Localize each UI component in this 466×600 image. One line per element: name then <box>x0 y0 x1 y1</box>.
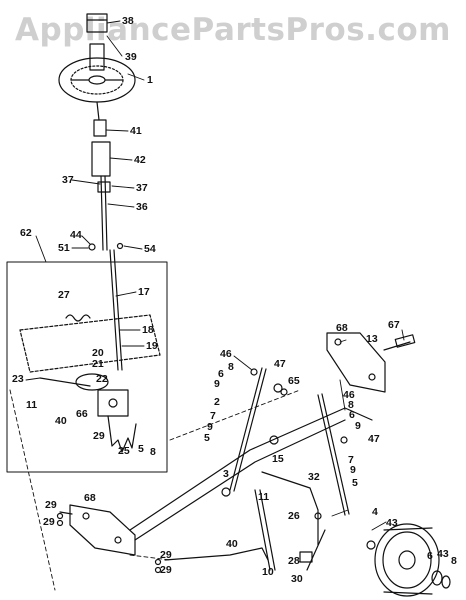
callout-label: 5 <box>352 477 358 489</box>
callout-label: 19 <box>146 340 158 352</box>
frame-reference-lines <box>9 389 301 591</box>
callout-label: 1 <box>147 74 153 86</box>
fasteners <box>56 388 348 574</box>
callout-label: 5 <box>138 443 144 455</box>
steering-wheel-cap-part <box>86 13 108 33</box>
detail-inset-frame <box>6 261 168 473</box>
callout-label: 62 <box>20 227 32 239</box>
callout-label: 44 <box>70 229 82 241</box>
callout-label: 36 <box>136 201 148 213</box>
callout-label: 4 <box>372 506 378 518</box>
callout-label: 68 <box>336 322 348 334</box>
callout-label: 15 <box>272 453 284 465</box>
callout-label: 11 <box>258 491 270 503</box>
callout-label: 11 <box>26 399 38 411</box>
callout-label: 21 <box>92 358 104 370</box>
callout-label: 47 <box>368 433 380 445</box>
callout-label: 8 <box>348 399 354 411</box>
callout-label: 41 <box>130 125 142 137</box>
callout-label: 25 <box>118 445 130 457</box>
callout-label: 51 <box>58 242 70 254</box>
callout-label: 27 <box>58 289 70 301</box>
spring-part <box>65 314 91 322</box>
callout-label: 6 <box>427 550 433 562</box>
callout-label: 7 <box>210 410 216 422</box>
callout-label: 54 <box>144 243 156 255</box>
callout-label: 66 <box>76 408 88 420</box>
callout-label: 42 <box>134 154 146 166</box>
callout-label: 43 <box>437 548 449 560</box>
callout-label: 9 <box>355 420 361 432</box>
callout-label: 32 <box>308 471 320 483</box>
support-plate <box>19 314 161 373</box>
callout-label: 6 <box>218 368 224 380</box>
callout-label: 29 <box>160 549 172 561</box>
callout-label: 6 <box>349 409 355 421</box>
bracket-part-upper <box>326 332 416 393</box>
callout-label: 17 <box>138 286 150 298</box>
wheel-washers <box>366 540 451 589</box>
tie-rod-right <box>317 393 350 516</box>
drag-link <box>261 471 322 546</box>
front-wheel-tire <box>374 523 440 597</box>
callout-label: 30 <box>291 573 303 585</box>
callout-label: 29 <box>43 516 55 528</box>
callout-label: 37 <box>136 182 148 194</box>
callout-label: 67 <box>388 319 400 331</box>
callout-label: 3 <box>223 468 229 480</box>
lower-link-rod <box>164 547 269 561</box>
callout-label: 46 <box>343 389 355 401</box>
callout-label: 10 <box>262 566 274 578</box>
callout-label: 29 <box>93 430 105 442</box>
callout-label: 29 <box>160 564 172 576</box>
callout-label: 29 <box>45 499 57 511</box>
leader-lines <box>25 20 405 531</box>
front-axle <box>129 383 373 541</box>
steering-gear-assembly <box>39 373 137 453</box>
steering-shaft-lower <box>88 242 124 371</box>
callout-label: 9 <box>350 464 356 476</box>
steering-shaft-upper <box>91 101 111 251</box>
callout-label: 38 <box>122 15 134 27</box>
callout-label: 2 <box>214 396 220 408</box>
callout-label: 8 <box>451 555 457 567</box>
callout-label: 39 <box>125 51 137 63</box>
callout-label: 9 <box>207 421 213 433</box>
spindle-lower <box>299 529 326 571</box>
steering-arm-lever <box>254 489 276 571</box>
callout-label: 43 <box>386 517 398 529</box>
callout-label: 40 <box>226 538 238 550</box>
callout-label: 28 <box>288 555 300 567</box>
callout-label: 37 <box>62 174 74 186</box>
callout-label: 9 <box>214 378 220 390</box>
steering-wheel-part <box>58 43 136 103</box>
callout-label: 47 <box>274 358 286 370</box>
callout-label: 20 <box>92 347 104 359</box>
callout-label: 26 <box>288 510 300 522</box>
callout-label: 5 <box>204 432 210 444</box>
callout-label: 65 <box>288 375 300 387</box>
callout-label: 18 <box>142 324 154 336</box>
callout-label: 23 <box>12 373 24 385</box>
callout-label: 13 <box>366 333 378 345</box>
callout-label: 8 <box>150 446 156 458</box>
callout-label: 68 <box>84 492 96 504</box>
callout-label: 8 <box>228 361 234 373</box>
callout-label: 46 <box>220 348 232 360</box>
tie-rod-left <box>221 367 267 497</box>
callout-label: 7 <box>348 454 354 466</box>
callout-label: 22 <box>96 373 108 385</box>
callout-label: 40 <box>55 415 67 427</box>
bracket-part-lower <box>59 504 136 556</box>
